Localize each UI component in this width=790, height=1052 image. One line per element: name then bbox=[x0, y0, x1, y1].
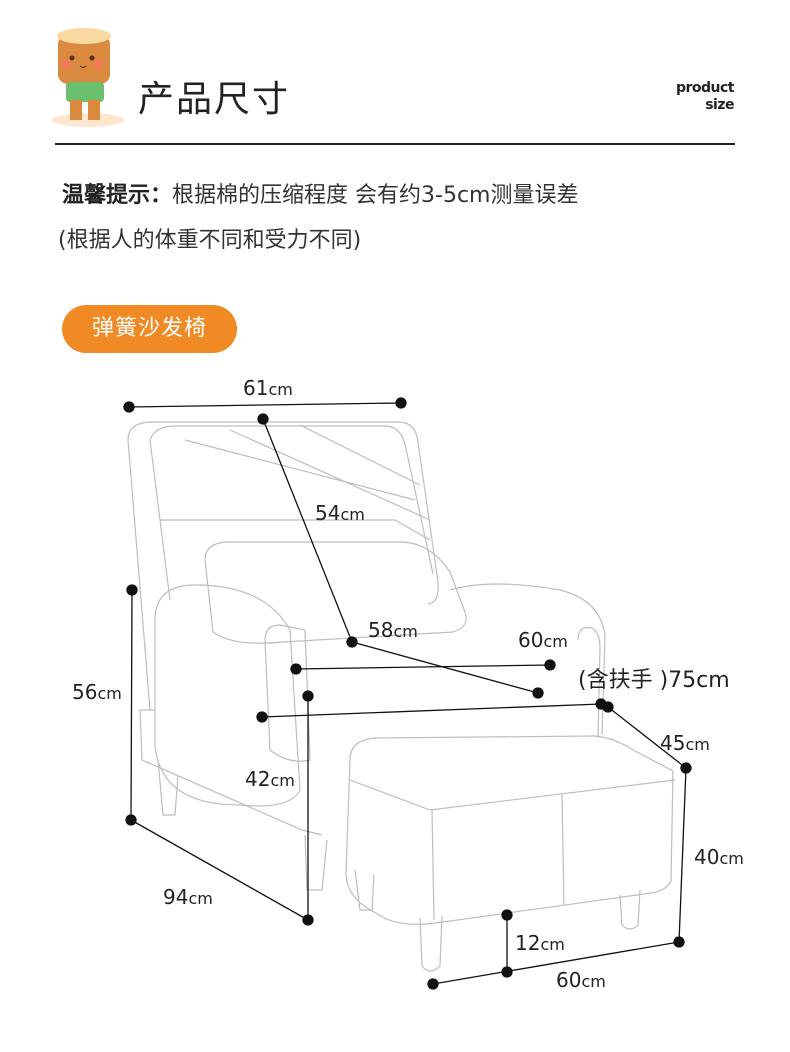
dim-back-width bbox=[123, 397, 407, 413]
dim-leg-height bbox=[501, 909, 513, 972]
notice-label: 温馨提示： bbox=[62, 183, 173, 208]
dim-total-width bbox=[256, 698, 607, 723]
label-back-height: 54cm bbox=[315, 501, 365, 525]
dim-seat-depth bbox=[351, 641, 544, 699]
dim-ottoman-depth bbox=[602, 701, 692, 774]
label-seat-width: 60cm bbox=[518, 628, 568, 652]
label-seat-depth: 58cm bbox=[368, 618, 418, 642]
dim-seat-width bbox=[290, 659, 556, 675]
notice-line-2: (根据人的体重不同和受力不同) bbox=[58, 228, 362, 253]
label-total-width: (含扶手 )75cm bbox=[578, 668, 730, 693]
label-ottoman-height: 40cm bbox=[694, 845, 744, 869]
label-leg-height: 12cm bbox=[515, 931, 565, 955]
product-type-badge: 弹簧沙发椅 bbox=[62, 305, 237, 353]
chair-outline bbox=[127, 421, 676, 972]
page-title: 产品尺寸 bbox=[138, 79, 291, 120]
label-ottoman-depth: 45cm bbox=[660, 731, 710, 755]
label-total-depth: 94cm bbox=[163, 885, 213, 909]
notice-line-1: 温馨提示：根据棉的压缩程度 会有约3-5cm测量误差 bbox=[62, 177, 578, 209]
notice-text: 根据棉的压缩程度 会有约3-5cm测量误差 bbox=[172, 183, 579, 208]
dim-seat-height bbox=[302, 690, 314, 920]
dim-armrest-height bbox=[125, 584, 138, 826]
divider bbox=[55, 143, 735, 145]
label-armrest-height: 56cm bbox=[72, 680, 122, 704]
dim-ottoman-height bbox=[673, 767, 687, 948]
english-line-2: size bbox=[705, 97, 734, 113]
dim-total-depth bbox=[130, 819, 314, 926]
english-line-1: product bbox=[675, 80, 735, 96]
dim-back-height bbox=[257, 413, 358, 648]
label-back-width: 61cm bbox=[243, 376, 293, 400]
label-seat-height: 42cm bbox=[245, 767, 295, 791]
label-ottoman-width: 60cm bbox=[556, 968, 606, 992]
